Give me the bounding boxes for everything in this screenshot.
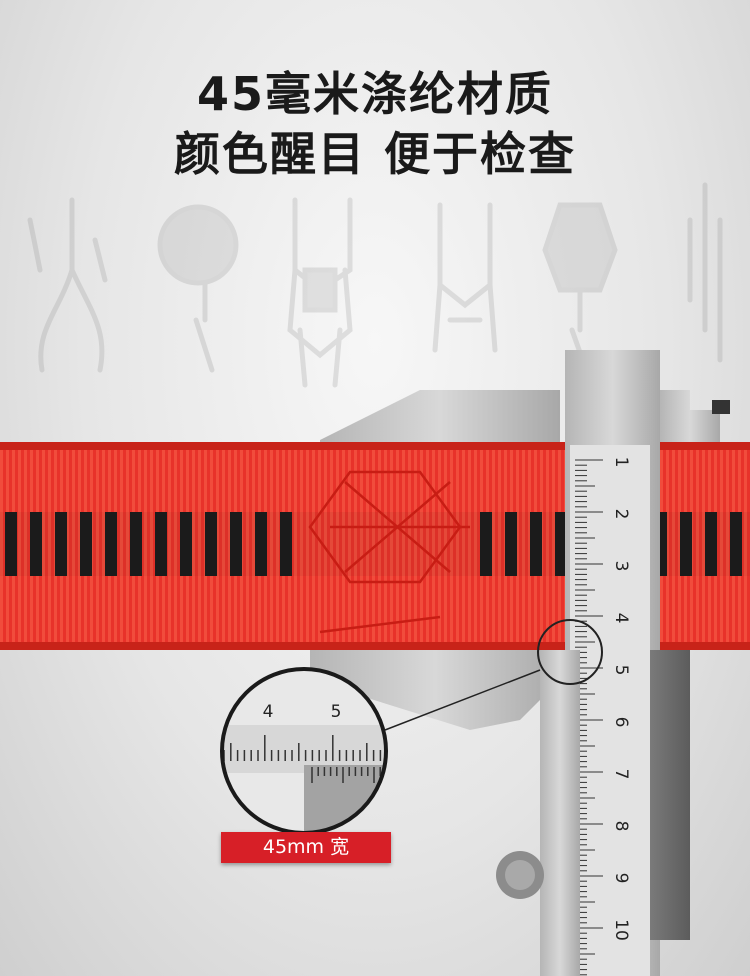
headline-line-1: 45毫米涤纶材质 — [196, 67, 553, 121]
strap-stripe — [155, 512, 167, 576]
retractable-block-icon — [157, 204, 239, 373]
scale-number: 3 — [611, 561, 631, 572]
vernier-slider — [540, 650, 580, 976]
strap-stripe — [230, 512, 242, 576]
scale-number: 5 — [611, 665, 631, 676]
strap-stripe — [130, 512, 142, 576]
strap-stripe — [280, 512, 292, 576]
strap-stripe — [530, 512, 542, 576]
scale-number: 10 — [611, 919, 631, 941]
lanyard-icon — [27, 197, 108, 373]
scale-number: 8 — [611, 821, 631, 832]
stitch-pattern — [308, 470, 470, 634]
scale-number: 2 — [611, 509, 631, 520]
measurement-highlight — [537, 619, 603, 685]
headline-line-2: 颜色醒目 便于检查 — [173, 127, 576, 181]
strap-stripe — [5, 512, 17, 576]
strap-stripe — [555, 512, 567, 576]
strap-stripe — [480, 512, 492, 576]
vernier-caliper: 1 2 3 4 5 6 7 8 9 10 — [310, 350, 730, 976]
full-body-harness-icon — [287, 197, 353, 388]
width-badge: 45mm 宽 — [221, 832, 391, 863]
strap-stripe — [55, 512, 67, 576]
strap-stripe — [30, 512, 42, 576]
scale-number: 4 — [611, 613, 631, 624]
harness-icon — [432, 202, 498, 353]
zoom-magnifier: 4 5 — [220, 667, 388, 835]
zoom-number-5: 5 — [331, 702, 342, 722]
strap-stripe — [80, 512, 92, 576]
strap-stripe — [505, 512, 517, 576]
scale-number: 6 — [611, 717, 631, 728]
strap-stripe — [205, 512, 217, 576]
zoom-number-4: 4 — [263, 702, 274, 722]
strap-stripe — [680, 512, 692, 576]
strap-stripe — [705, 512, 717, 576]
strap-stripe — [180, 512, 192, 576]
fixed-jaw — [320, 390, 560, 442]
strap-stripe — [730, 512, 742, 576]
background-products — [27, 182, 723, 388]
thumb-wheel — [496, 851, 544, 899]
strap-stripe — [105, 512, 117, 576]
scale-number: 7 — [611, 769, 631, 780]
strap-stripe — [255, 512, 267, 576]
scale-number: 1 — [611, 457, 631, 468]
sliding-jaw — [310, 650, 560, 730]
energy-absorber-lanyard-icon — [687, 182, 723, 363]
scale-number: 9 — [611, 873, 631, 884]
